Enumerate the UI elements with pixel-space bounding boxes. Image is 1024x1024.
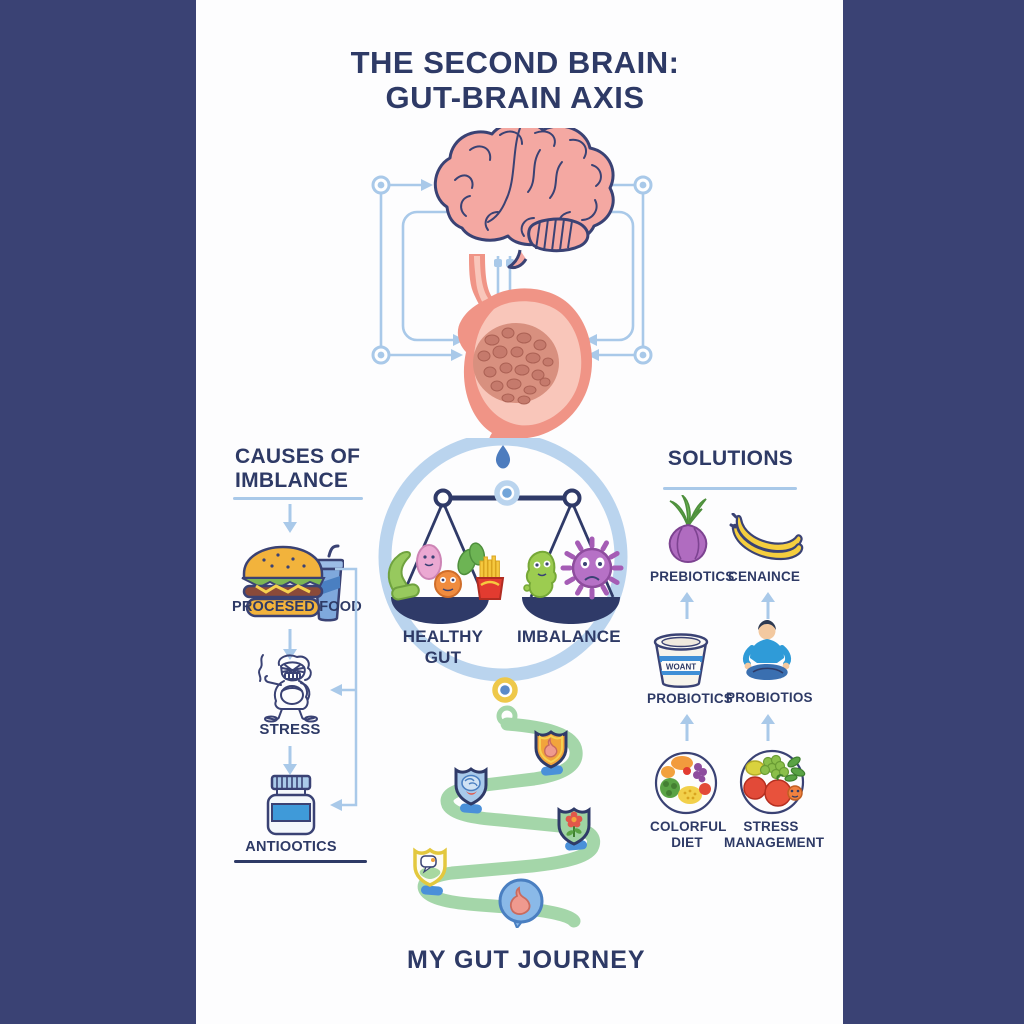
stomach-icon xyxy=(457,254,593,443)
cenaince-label: CENAINCE xyxy=(728,569,801,584)
causes-connector-lines xyxy=(330,567,358,811)
stomach-circle-badge-icon xyxy=(498,878,544,928)
burger-and-soda-icon xyxy=(241,544,344,622)
brain-stem xyxy=(507,249,528,270)
page-title-line1: THE SECOND BRAIN: xyxy=(350,45,680,80)
yogurt-cup-label-text: WOANT xyxy=(666,663,696,672)
healthy-gut-label: HEALTHY GUT xyxy=(402,627,484,667)
stomach-shield-badge-icon xyxy=(534,730,568,769)
causes-header: CAUSES OF IMBLANCE xyxy=(235,445,375,492)
solutions-divider xyxy=(663,487,797,490)
causes-header-line2: IMBLANCE xyxy=(235,468,349,492)
processed-food-label: PROCESED FOOD xyxy=(232,599,362,615)
page-title: THE SECOND BRAIN: GUT-BRAIN AXIS xyxy=(330,45,700,115)
brain-gut-axis-illustration xyxy=(371,128,653,443)
yogurt-cup-icon: WOANT xyxy=(653,633,709,688)
up-arrow-icon xyxy=(761,592,775,619)
journey-title: MY GUT JOURNEY xyxy=(407,946,646,974)
stress-management-label: STRESS MANAGEMENT xyxy=(724,819,825,851)
up-arrow-icon xyxy=(761,714,775,741)
journey-winding-path xyxy=(417,717,601,928)
flower-shield-badge-icon xyxy=(557,807,591,846)
brain-shield-badge-icon xyxy=(454,767,488,806)
gut-journey-path xyxy=(413,705,601,928)
smoke-squiggle xyxy=(258,654,264,682)
balance-scale-icon xyxy=(391,488,620,624)
causes-divider xyxy=(233,497,363,500)
balance-ring xyxy=(378,438,628,682)
burger xyxy=(241,545,326,618)
causes-bottom-divider xyxy=(234,860,367,863)
fries xyxy=(475,555,505,600)
cerebellum xyxy=(527,217,590,253)
imbalance-germs xyxy=(523,536,624,600)
colorful-diet-label: COLORFUL DIET xyxy=(650,819,727,851)
circuit-nodes xyxy=(371,175,653,365)
spiky-germ xyxy=(560,536,624,600)
down-arrow-icon xyxy=(283,504,297,533)
solutions-header: SOLUTIONS xyxy=(667,447,794,470)
stressed-person-icon xyxy=(258,654,318,723)
brain-icon xyxy=(433,128,615,270)
imbalance-label: IMBALANCE xyxy=(517,627,621,646)
stress-label: STRESS xyxy=(259,721,321,738)
gut-microbiome-texture xyxy=(477,327,554,405)
down-arrow-icon xyxy=(283,746,297,775)
antibiotics-bottle-icon xyxy=(266,774,316,836)
prebiotics-label: PREBIOTICS xyxy=(650,569,735,584)
probiotics-label: PROBIOTICS xyxy=(647,691,734,706)
droplet-icon xyxy=(495,445,511,469)
veggie-bowl-icon xyxy=(739,749,806,815)
colorful-plate-icon xyxy=(654,751,718,815)
speech-shield-badge-icon xyxy=(413,847,447,887)
gut-balance-scale xyxy=(378,438,628,703)
bananas-icon xyxy=(729,513,804,561)
onion-icon xyxy=(668,495,708,563)
healthy-gut-characters xyxy=(387,542,505,601)
causes-header-line1: CAUSES OF xyxy=(235,445,361,468)
meditating-person-icon xyxy=(742,620,792,680)
probiotios-label: PROBIOTIOS xyxy=(726,690,813,705)
up-arrow-icon xyxy=(680,592,694,619)
page-title-line2: GUT-BRAIN AXIS xyxy=(385,79,645,115)
up-arrow-icon xyxy=(680,714,694,741)
antibiotics-label: ANTIOOTICS xyxy=(245,839,337,855)
